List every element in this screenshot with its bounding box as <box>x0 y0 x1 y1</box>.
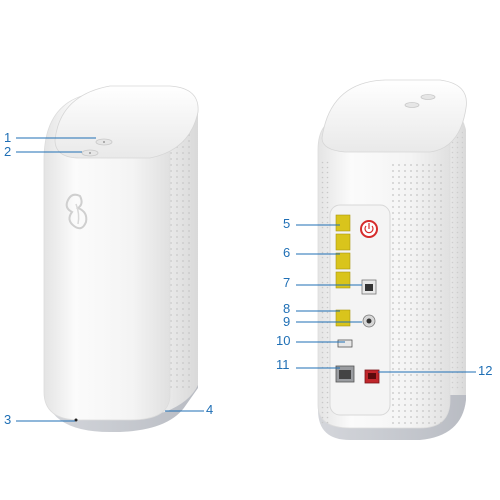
callout-6: 6 <box>283 245 291 260</box>
status-led <box>74 418 78 422</box>
rear-top-cap <box>321 79 467 153</box>
callout-4: 4 <box>206 402 214 417</box>
callout-3: 3 <box>4 412 12 427</box>
brand-logo-icon <box>65 193 88 230</box>
top-button-upper-dot <box>103 141 105 143</box>
callout-5: 5 <box>283 216 291 231</box>
top-button-lower-dot <box>89 152 91 154</box>
rear-grille-right <box>392 160 446 425</box>
lan-port[interactable] <box>335 233 351 251</box>
callout-7: 7 <box>283 275 291 290</box>
lan-ports <box>335 214 351 327</box>
callout-11: 11 <box>276 357 290 372</box>
callout-9: 9 <box>283 314 291 329</box>
callout-10: 10 <box>276 333 291 348</box>
usb-port[interactable] <box>337 339 353 348</box>
lan-port[interactable] <box>335 271 351 289</box>
front-router <box>43 85 199 432</box>
callout-8: 8 <box>283 301 291 316</box>
callout-1: 1 <box>4 130 12 145</box>
callout-2: 2 <box>4 144 12 159</box>
rear-top-button-upper[interactable] <box>420 94 436 100</box>
red-port[interactable] <box>364 369 380 384</box>
lan-port[interactable] <box>335 214 351 232</box>
rear-top-button-lower[interactable] <box>404 102 420 108</box>
lan-port[interactable] <box>335 252 351 270</box>
front-top-cap <box>54 85 199 159</box>
phone-port[interactable] <box>361 279 377 295</box>
dc-power-jack[interactable] <box>362 314 376 328</box>
lan-port[interactable] <box>335 309 351 327</box>
callout-lines <box>16 137 476 422</box>
rear-grille-left <box>320 160 330 425</box>
callout-12: 12 <box>478 363 493 378</box>
rear-router <box>317 79 467 440</box>
power-button-icon[interactable] <box>360 220 378 238</box>
wan-port[interactable] <box>335 365 355 383</box>
